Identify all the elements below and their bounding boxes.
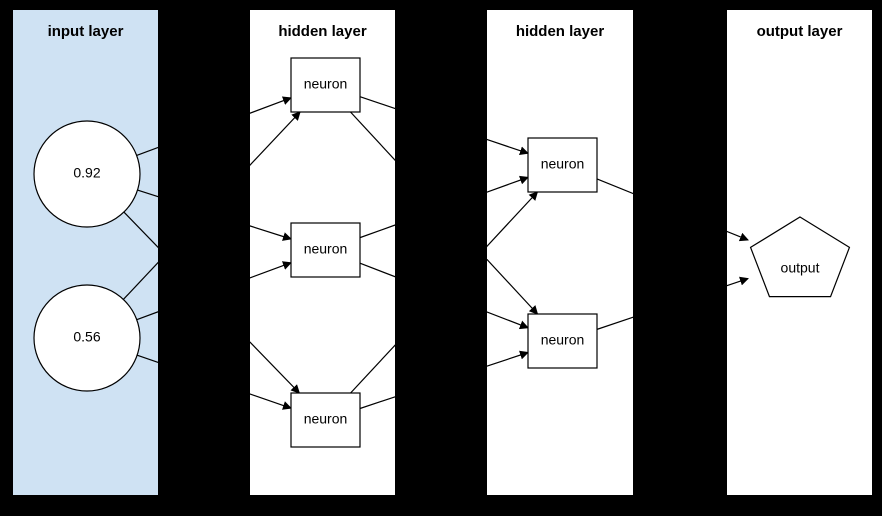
edge-h1b-to-h2b: [487, 311, 529, 330]
edge-h2a-to-out1-tail: [596, 178, 633, 195]
panel-label-input: input layer: [48, 23, 124, 40]
layer-edges: [122, 96, 749, 410]
panel-hidden2: [487, 10, 633, 495]
edge-in1-to-h1c: [250, 341, 301, 394]
neuron-box: [290, 222, 361, 278]
edge-in2-to-h1a: [250, 111, 301, 166]
node-h1a[interactable]: neuron: [290, 57, 361, 113]
edge-h2b-to-out1-tail: [596, 316, 633, 330]
panel-input: [13, 10, 158, 495]
node-label-h2a: neuron: [541, 156, 585, 172]
node-label-in2: 0.56: [73, 329, 100, 345]
layer-nodes: 0.92 0.56 neuron neuron neuron neuron neuron ou…: [33, 57, 851, 448]
edge-h1b-to-h2a: [487, 175, 529, 193]
edge-h1c-to-h2b-tail: [359, 396, 395, 410]
edge-in1-to-h1b: [250, 225, 292, 241]
edge-h1a-to-h2a-tail: [359, 96, 395, 110]
node-h1c[interactable]: neuron: [290, 392, 361, 448]
edge-h1a-to-h2b: [487, 258, 539, 315]
panel-label-output: output layer: [757, 23, 843, 40]
edge-in1-to-h1a: [250, 96, 292, 114]
neuron-box: [290, 57, 361, 113]
edge-h1c-to-h2a: [487, 191, 539, 248]
panel-label-hidden2: hidden layer: [516, 23, 605, 40]
input-node-circle: [33, 284, 141, 392]
neuron-box: [290, 392, 361, 448]
input-node-circle: [33, 120, 141, 228]
output-pentagon: [749, 216, 851, 298]
node-in1[interactable]: 0.92: [33, 120, 141, 228]
node-label-h1a: neuron: [304, 76, 348, 92]
edge-h1b-to-h2b-tail: [359, 262, 395, 278]
node-label-in1: 0.92: [73, 165, 100, 181]
node-h2b[interactable]: neuron: [527, 313, 598, 369]
layer-panel-labels: input layer hidden layer hidden layer outpu…: [48, 23, 843, 40]
node-label-h1c: neuron: [304, 411, 348, 427]
node-in2[interactable]: 0.56: [33, 284, 141, 392]
node-label-h2b: neuron: [541, 332, 585, 348]
edge-in2-to-h1a-tail: [122, 261, 158, 300]
edge-in1-to-h1c-tail: [123, 211, 158, 249]
edge-h1a-to-h2b-tail: [350, 111, 395, 161]
edge-h1b-to-h2a-tail: [359, 224, 395, 239]
neuron-box: [527, 137, 598, 193]
node-out1[interactable]: output: [749, 216, 851, 298]
edge-in2-to-h1c: [250, 393, 292, 410]
edge-h1a-to-h2a: [487, 138, 529, 156]
edge-h1c-to-h2a-tail: [350, 344, 395, 394]
panel-label-hidden1: hidden layer: [278, 23, 367, 40]
node-h1b[interactable]: neuron: [290, 222, 361, 278]
node-label-h1b: neuron: [304, 241, 348, 257]
edge-in2-to-h1b: [250, 261, 292, 279]
neuron-box: [527, 313, 598, 369]
node-h2a[interactable]: neuron: [527, 137, 598, 193]
edge-h1c-to-h2b: [487, 350, 529, 367]
node-label-out1: output: [781, 260, 820, 276]
